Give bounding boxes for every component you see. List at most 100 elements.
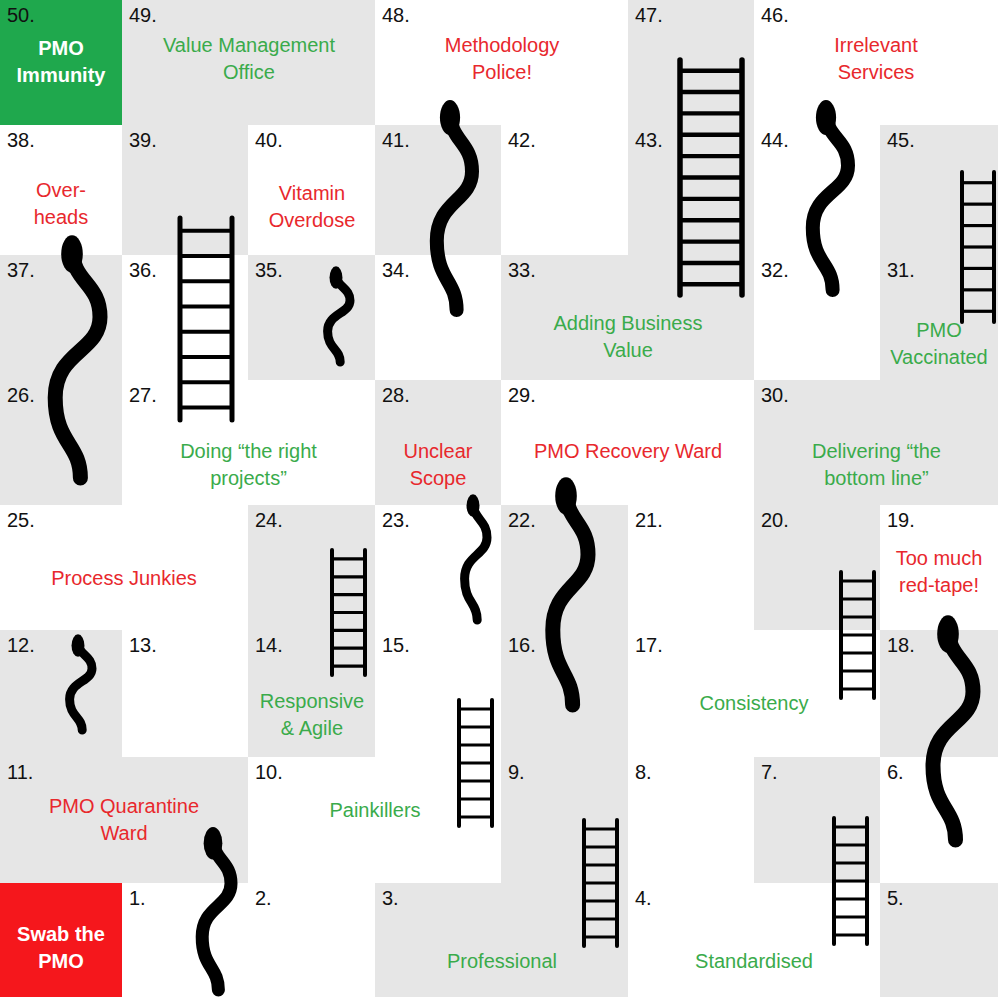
board-square: 45. [880, 125, 998, 255]
board-square: 39. [122, 125, 248, 255]
board-square: 20. [754, 505, 880, 630]
board-square: 47. [628, 0, 754, 125]
ladder-rung [680, 68, 742, 72]
snake-body [55, 248, 100, 478]
board-square: 9. [501, 757, 628, 883]
ladder-rung [180, 330, 232, 334]
square-label: Unclear Scope [382, 438, 494, 492]
board-square: 42. [501, 125, 628, 255]
board-square: 4.Standardised [628, 883, 880, 997]
board-square: 1. [122, 883, 248, 997]
board-square: 41. [375, 125, 501, 255]
ladder-rung [841, 597, 874, 600]
board-square: 10.Painkillers [248, 757, 501, 883]
square-label: Over-heads [21, 177, 101, 231]
board-square: Swab the PMO [0, 883, 122, 997]
ladder-rung [834, 879, 867, 882]
board-square: 40.Vitamin Overdose [248, 125, 375, 255]
ladder-rung [834, 897, 867, 900]
board-square: 17.Consistency [628, 630, 880, 757]
ladder-rung [180, 304, 232, 308]
board-square: 38. Over-heads [0, 125, 122, 255]
square-label: Adding Business Value [533, 310, 723, 364]
board-square: 37. [0, 255, 122, 380]
snake-body [553, 490, 588, 705]
ladder-rung [834, 933, 867, 936]
snake-head [467, 494, 480, 516]
ladder-rung [962, 224, 994, 227]
square-label: Delivering “the bottom line” [784, 438, 969, 492]
ladder-rung [962, 310, 994, 313]
square-number: 8. [635, 760, 652, 784]
snake-head [440, 100, 460, 135]
board-square: 32. [754, 255, 880, 380]
ladder-rung [180, 229, 232, 233]
board-square: 13. [122, 630, 248, 757]
board-square: 29.PMO Recovery Ward [501, 380, 754, 505]
ladder-rung [680, 197, 742, 201]
ladder-rung [459, 797, 492, 800]
ladder-rung [459, 761, 492, 764]
square-number: 41. [382, 128, 410, 152]
square-number: 50. [7, 3, 35, 27]
square-label: PMO Vaccinated [882, 317, 996, 371]
square-label: Doing “the right projects” [156, 438, 341, 492]
board-square: 48.Methodology Police! [375, 0, 628, 125]
board-square: 31. PMO Vaccinated [880, 255, 998, 380]
ladder-rung [834, 915, 867, 918]
square-number: 38. [7, 128, 35, 152]
board-square: 3. Professional [375, 883, 628, 997]
board-square: 7. [754, 757, 880, 883]
square-number: 23. [382, 508, 410, 532]
square-number: 10. [255, 760, 283, 784]
square-number: 31. [887, 258, 915, 282]
square-label: Responsive & Agile [255, 688, 369, 742]
board-square: 25.Process Junkies [0, 505, 248, 630]
square-number: 45. [887, 128, 915, 152]
snake-body [437, 112, 472, 310]
square-number: 16. [508, 633, 536, 657]
ladder-rung [962, 181, 994, 184]
snake-body [933, 628, 973, 840]
square-number: 46. [761, 3, 789, 27]
snake-head [330, 266, 343, 289]
square-number: 26. [7, 383, 35, 407]
square-label: Irrelevant Services [811, 32, 941, 86]
square-number: 3. [382, 886, 399, 910]
cell-background [0, 757, 248, 883]
square-label: Swab the PMO [5, 921, 117, 975]
board-square: 24. [248, 505, 375, 630]
ladder-rung [332, 647, 365, 650]
board-square: 18. [880, 630, 998, 757]
ladder-rung [680, 154, 742, 158]
ladder-rung [180, 279, 232, 283]
square-number: 49. [129, 3, 157, 27]
square-number: 12. [7, 633, 35, 657]
ladder-rung [680, 282, 742, 286]
ladder-rung [332, 557, 365, 560]
ladder-rung [680, 111, 742, 115]
ladder-rung [459, 779, 492, 782]
board-square: 5. [880, 883, 998, 997]
board-square: 23. [375, 505, 501, 630]
square-number: 43. [635, 128, 663, 152]
square-label: Professional [384, 948, 620, 975]
square-label: PMO Immunity [5, 35, 117, 89]
board-square: 43. [628, 125, 754, 255]
square-number: 44. [761, 128, 789, 152]
ladder-rung [841, 687, 874, 690]
ladder-rung [834, 843, 867, 846]
ladder-rung [180, 355, 232, 359]
square-number: 5. [887, 886, 904, 910]
ladder-rung [680, 133, 742, 137]
ladder-rung [834, 825, 867, 828]
ladder-rung [332, 575, 365, 578]
snake-head [555, 477, 577, 515]
square-number: 11. [7, 760, 33, 784]
board-square: 11.PMO Quarantine Ward [0, 757, 248, 883]
board-square: 33.Adding Business Value [501, 255, 754, 380]
square-label: Standardised [636, 948, 872, 975]
ladder-rung [680, 175, 742, 179]
square-label: Value Management Office [149, 32, 349, 86]
snake-body [813, 112, 848, 290]
